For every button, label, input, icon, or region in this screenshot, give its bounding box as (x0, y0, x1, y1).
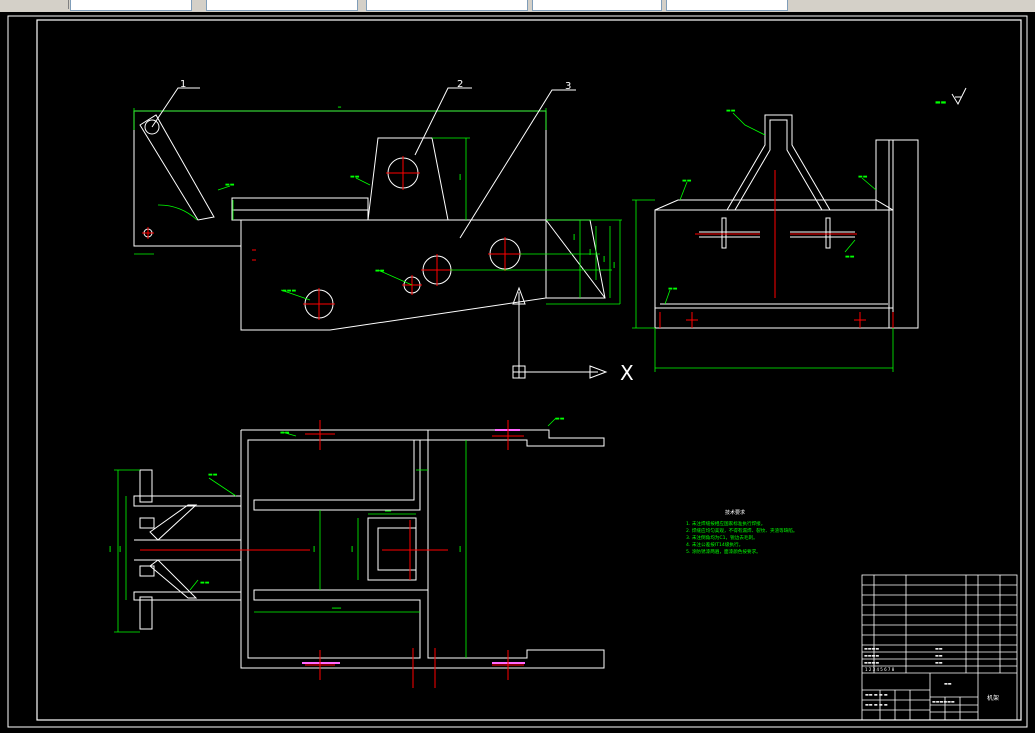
toolbar-dropdown-lineweight[interactable] (532, 0, 662, 11)
svg-text:▬▬: ▬▬ (280, 430, 290, 436)
svg-text:▬▬: ▬▬ (208, 472, 218, 478)
ucs-icon (512, 286, 608, 379)
tech-note-line: 4. 未注公差按IT14级执行。 (686, 541, 743, 548)
top-view (133, 429, 605, 669)
svg-text:▬▬: ▬▬ (858, 174, 868, 180)
svg-text:▬▬: ▬▬ (350, 174, 360, 180)
svg-text:▬▬: ▬▬ (935, 646, 943, 651)
technical-requirements: 技术要求 1. 未注焊缝按相应国家标准执行焊接。 2. 焊缝应均匀美观，不得有漏… (686, 509, 798, 555)
part-label-2: 2 (457, 79, 463, 90)
svg-text:▬▬▬▬: ▬▬▬▬ (864, 660, 879, 665)
tech-note-line: 2. 焊缝应均匀美观，不得有漏焊、裂纹、夹渣等缺陷。 (686, 527, 798, 534)
svg-text:▬▬: ▬▬ (935, 653, 943, 658)
svg-text:▬▬: ▬▬ (682, 178, 692, 184)
front-view-dim-text: ═ ══ ══ ══ ══ ══ ▬▬ ▬▬▬ ▬▬ ▬▬ (225, 105, 618, 294)
toolbar-button-left[interactable] (0, 0, 69, 9)
tech-note-line: 3. 未注倒角均为C1，锐边去毛刺。 (686, 534, 758, 541)
top-view-dimensions (114, 417, 557, 658)
front-view-centerlines (142, 156, 522, 320)
svg-text:▬▬: ▬▬ (225, 182, 235, 188)
svg-text:══: ══ (602, 255, 608, 263)
svg-text:══: ══ (458, 545, 464, 553)
top-view-centerlines (140, 420, 524, 688)
part-label-1: 1 (180, 79, 186, 90)
front-view (133, 110, 606, 331)
svg-text:══: ══ (572, 233, 578, 241)
svg-text:▬▬: ▬▬ (375, 268, 385, 274)
svg-text:▬▬: ▬▬ (935, 660, 943, 665)
svg-text:▬▬▬▬▬▬: ▬▬▬▬▬▬ (932, 699, 955, 704)
svg-text:══: ══ (384, 509, 392, 515)
svg-text:▬▬: ▬▬ (845, 254, 855, 260)
svg-text:▬▬: ▬▬ (726, 108, 736, 114)
svg-text:1 2 3 4 5 6 7 8: 1 2 3 4 5 6 7 8 (865, 667, 895, 672)
drawing-canvas[interactable]: ═ ══ ══ ══ ══ ══ ▬▬ ▬▬▬ ▬▬ ▬▬ 1 2 3 X (0, 12, 1035, 733)
surface-roughness-symbol: ▬▬ (935, 87, 967, 106)
tech-notes-title: 技术要求 (725, 509, 745, 516)
sheet-border-inner (36, 19, 1022, 721)
svg-text:══: ══ (350, 545, 356, 553)
svg-text:══: ══ (108, 545, 114, 553)
title-block-name: 机架 (987, 694, 999, 702)
title-block-text: ▬▬▬▬ ▬▬▬▬ ▬▬▬▬ ▬▬ ▬▬ ▬▬ 1 2 3 4 5 6 7 8 … (864, 646, 955, 707)
side-view-centerlines (659, 170, 894, 328)
svg-text:▬▬ ▬ ▬ ▬: ▬▬ ▬ ▬ ▬ (865, 702, 888, 707)
title-block (861, 574, 1018, 721)
side-view-dim-text: ▬▬ ▬▬ ▬▬ ▬▬ ▬▬ (668, 108, 868, 292)
cad-drawing: ═ ══ ══ ══ ══ ══ ▬▬ ▬▬▬ ▬▬ ▬▬ 1 2 3 X (7, 15, 1028, 728)
top-view-dim-text: ══ ══ ══ ══ ═══ ══ ══ ▬▬ ▬▬ ▬▬ ▬▬ (108, 416, 565, 612)
svg-text:▬▬: ▬▬ (944, 681, 952, 686)
part-label-3: 3 (565, 81, 571, 92)
svg-text:══: ══ (458, 173, 464, 181)
svg-text:══: ══ (612, 261, 618, 269)
ucs-x-label: X (620, 361, 634, 385)
svg-text:═: ═ (337, 105, 342, 111)
svg-text:══: ══ (118, 545, 124, 553)
svg-text:▬▬▬: ▬▬▬ (282, 288, 296, 294)
part-number-leaders (151, 87, 576, 239)
sheet-border-outer (7, 15, 1028, 728)
front-view-holes (143, 157, 521, 319)
svg-text:▬▬ ▬ ▬ ▬: ▬▬ ▬ ▬ ▬ (865, 692, 888, 697)
svg-text:▬▬: ▬▬ (935, 99, 947, 106)
toolbar-dropdown-layer[interactable] (70, 0, 192, 11)
tech-note-line: 1. 未注焊缝按相应国家标准执行焊接。 (686, 520, 765, 527)
front-view-dimensions (133, 108, 622, 305)
side-view (654, 114, 919, 329)
svg-text:══: ══ (312, 545, 318, 553)
svg-text:═══: ═══ (331, 606, 342, 612)
svg-text:▬▬▬▬: ▬▬▬▬ (864, 653, 879, 658)
toolbar-dropdown-linetype[interactable] (366, 0, 528, 11)
toolbar-dropdown-color[interactable] (206, 0, 358, 11)
toolbar-dropdown-plotstyle[interactable] (666, 0, 788, 11)
svg-text:▬▬: ▬▬ (200, 580, 210, 586)
side-view-dimensions (632, 112, 894, 372)
tech-note-line: 5. 涂防锈漆两遍，面漆颜色按要求。 (686, 548, 761, 555)
svg-text:▬▬: ▬▬ (555, 416, 565, 422)
svg-text:▬▬: ▬▬ (668, 286, 678, 292)
svg-text:══: ══ (588, 248, 594, 256)
svg-text:▬▬▬▬: ▬▬▬▬ (864, 646, 879, 651)
